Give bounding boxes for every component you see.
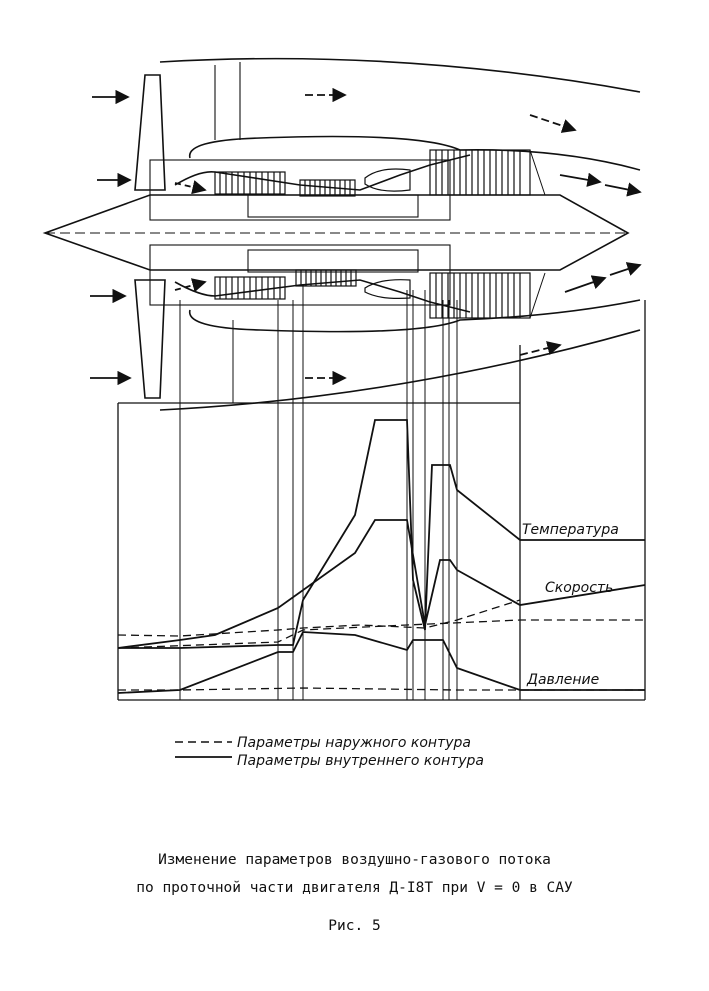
speed-label: Скорость — [545, 580, 613, 596]
outer-casing-upper — [159, 57, 641, 93]
figure-number: Рис. 5 — [328, 918, 381, 934]
caption-line-1: Изменение параметров воздушно-газового п… — [158, 852, 551, 868]
pressure-outer-curve — [118, 687, 645, 691]
pressure-label: Давление — [526, 672, 599, 688]
hp-compressor-upper — [299, 179, 356, 197]
core-flowpath-upper — [174, 154, 471, 191]
combustor-upper — [364, 168, 411, 192]
flow-arrows — [90, 87, 642, 386]
station-lines — [179, 285, 458, 700]
speed-inner-curve — [117, 519, 646, 649]
combustor-lower — [364, 279, 411, 299]
fan-blade-lower — [134, 279, 166, 399]
temperature-outer-curve — [117, 619, 645, 649]
hp-compressor-lower — [295, 269, 357, 287]
legend-inner-label: Параметры внутреннего контура — [237, 753, 484, 769]
core-cowl-upper — [189, 135, 641, 171]
caption-line-2: по проточной части двигателя Д-I8T при V… — [136, 880, 573, 896]
lp-compressor-upper — [214, 171, 286, 195]
lp-compressor-lower — [214, 276, 286, 300]
legend-outer-label: Параметры наружного контура — [237, 735, 471, 751]
core-cowl-lower — [189, 299, 641, 333]
temperature-inner-curve — [118, 419, 645, 649]
turbine-upper — [429, 149, 546, 196]
graph-frame — [117, 300, 646, 701]
core-flowpath-lower — [174, 279, 471, 313]
speed-outer-curve — [117, 599, 521, 637]
fan-blade-upper — [134, 74, 166, 191]
turbine-lower — [429, 272, 546, 319]
pressure-inner-curve — [117, 631, 645, 694]
temperature-label: Температура — [522, 522, 619, 538]
outer-casing-lower — [159, 329, 641, 411]
